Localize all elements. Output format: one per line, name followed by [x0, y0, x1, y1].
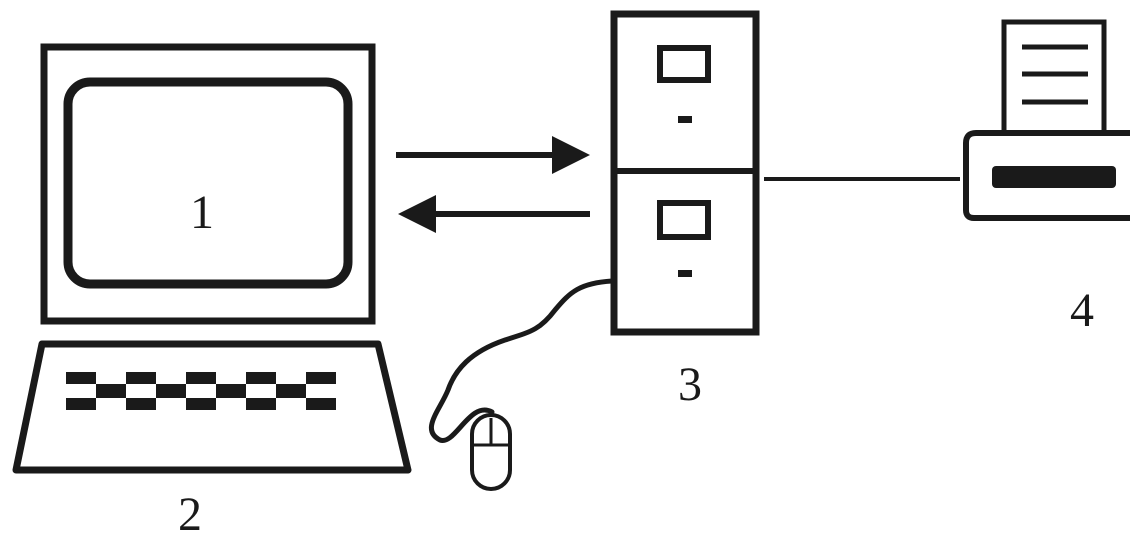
mouse-cable [428, 278, 615, 443]
key [246, 398, 276, 410]
mouse [428, 278, 615, 491]
key [246, 372, 276, 384]
data-flow-arrows [396, 136, 590, 233]
key [306, 372, 336, 384]
key [186, 398, 216, 410]
drive-slot-top [657, 45, 711, 83]
key [126, 398, 156, 410]
monitor: 1 [40, 43, 376, 325]
key [306, 398, 336, 410]
key [126, 372, 156, 384]
keyboard-body [12, 340, 412, 474]
drive-slot-bottom [657, 200, 711, 240]
key [216, 384, 246, 398]
printer: 4 [963, 19, 1130, 337]
keyboard-keys [66, 372, 336, 410]
arrow-left [398, 195, 590, 233]
drive-button-bottom [678, 270, 692, 277]
key [186, 372, 216, 384]
key [96, 384, 126, 398]
label-printer: 4 [1070, 284, 1094, 337]
key [66, 372, 96, 384]
arrow-right [396, 136, 590, 174]
printer-output-slot [992, 166, 1116, 188]
monitor-screen [63, 77, 353, 289]
key [156, 384, 186, 398]
keyboard: 2 [12, 340, 412, 535]
system-unit: 3 [610, 10, 760, 411]
label-system-unit: 3 [678, 358, 702, 411]
key [66, 398, 96, 410]
mouse-body [470, 413, 512, 491]
label-keyboard: 2 [178, 488, 202, 535]
label-monitor: 1 [190, 186, 214, 239]
drive-button-top [678, 116, 692, 123]
printer-paper [1001, 19, 1107, 139]
key [276, 384, 306, 398]
